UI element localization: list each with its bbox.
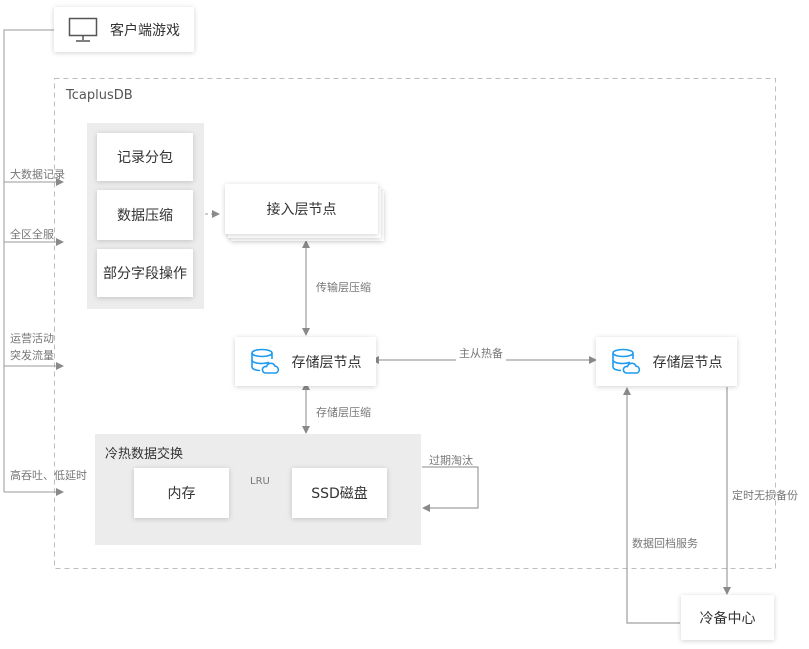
input-label-bigdata: 大数据记录 — [10, 168, 65, 181]
client-game-label: 客户端游戏 — [110, 22, 180, 39]
storage-node-slave: 存储层节点 — [596, 337, 737, 386]
feature-record-split: 记录分包 — [97, 133, 193, 181]
cluster-title: TcaplusDB — [66, 88, 133, 103]
feature-partial-field: 部分字段操作 — [97, 249, 193, 297]
client-trunk-line — [3, 29, 54, 492]
feature-data-compress: 数据压缩 — [97, 190, 193, 240]
input-label-burst: 突发流量 — [10, 349, 54, 362]
database-cloud-icon — [611, 347, 641, 377]
restore-arrow — [623, 387, 680, 624]
access-node-label: 接入层节点 — [266, 202, 337, 218]
memory-box: 内存 — [134, 468, 229, 518]
cold-backup-label: 冷备中心 — [699, 610, 756, 627]
access-node-box: 接入层节点 — [225, 184, 378, 234]
lru-label: LRU — [250, 476, 270, 487]
master-slave-label: 主从热备 — [456, 345, 506, 361]
restore-service-label: 数据回档服务 — [631, 535, 699, 551]
scheduled-backup-label: 定时无损备份 — [732, 489, 798, 502]
input-label-throughput: 高吞吐、低延时 — [10, 469, 87, 482]
storage-node-master-label: 存储层节点 — [291, 354, 362, 371]
storage-node-master: 存储层节点 — [235, 337, 376, 386]
hotcold-title: 冷热数据交换 — [105, 447, 184, 462]
cold-backup-box: 冷备中心 — [681, 595, 774, 640]
storage-node-slave-label: 存储层节点 — [652, 354, 723, 371]
cluster-border — [54, 78, 776, 569]
input-label-allzone: 全区全服 — [10, 228, 54, 241]
storage-compress-label: 存储层压缩 — [316, 406, 371, 419]
client-game-box: 客户端游戏 — [54, 7, 194, 52]
transport-compress-label: 传输层压缩 — [316, 281, 371, 294]
database-cloud-icon — [250, 347, 280, 377]
expire-label: 过期淘汰 — [429, 454, 473, 467]
input-label-operation: 运营活动 — [10, 332, 54, 345]
ssd-box: SSD磁盘 — [292, 468, 387, 518]
expire-loop-arrow — [422, 466, 479, 512]
monitor-icon — [68, 17, 98, 43]
